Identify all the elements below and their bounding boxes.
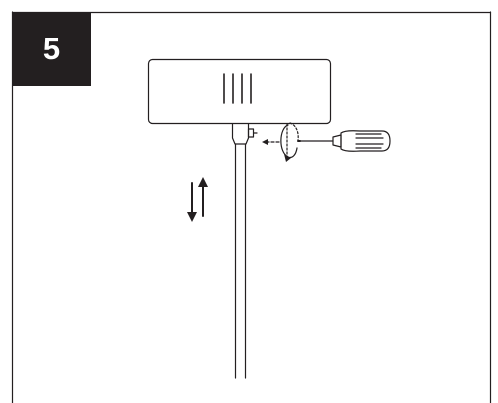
step-number: 5 xyxy=(42,31,61,66)
screw-pointer-arrow xyxy=(262,139,282,145)
ceiling-canopy xyxy=(147,58,332,125)
screwdriver-icon xyxy=(297,130,391,152)
up-down-arrows-icon xyxy=(187,177,208,222)
vent-slots xyxy=(223,73,252,104)
rotation-arrow-icon xyxy=(280,122,299,162)
step-number-badge: 5 xyxy=(12,12,91,86)
downrod xyxy=(234,143,247,379)
rod-collar xyxy=(231,123,258,145)
